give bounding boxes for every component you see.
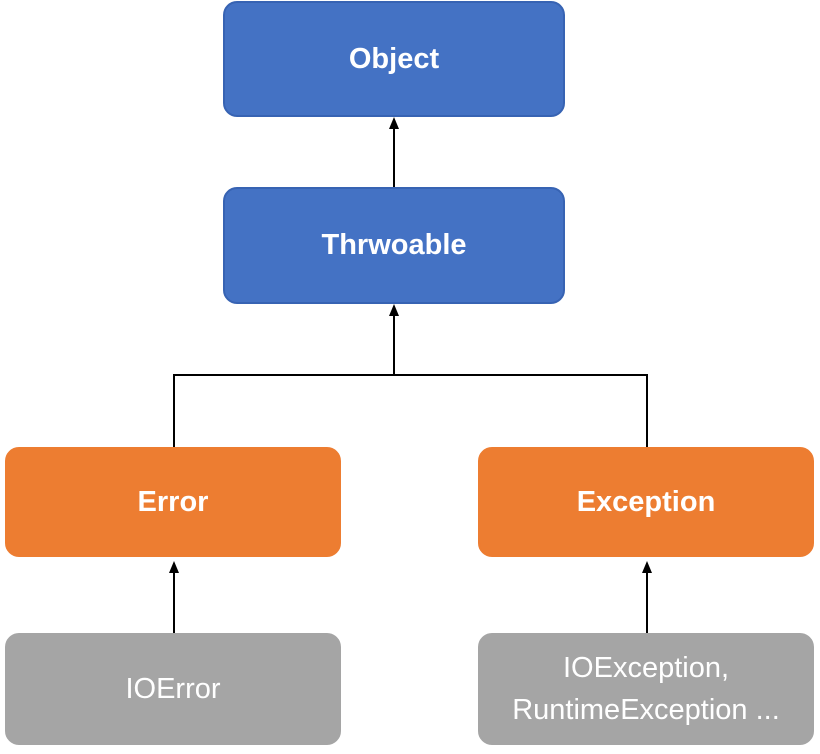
node-exception-children: IOException, RuntimeException ... — [478, 633, 814, 745]
node-error: Error — [5, 447, 341, 557]
node-exception-label: Exception — [576, 485, 716, 518]
node-exception: Exception — [478, 447, 814, 557]
arrowhead-error — [169, 561, 179, 573]
arrowhead-object — [389, 117, 399, 129]
edge-exception-to-throwable — [394, 374, 648, 447]
arrowhead-exception — [642, 561, 652, 573]
node-object-label: Object — [348, 42, 440, 75]
node-error-label: Error — [137, 485, 209, 518]
node-exception-children-line2: RuntimeException ... — [512, 694, 780, 726]
node-ioerror: IOError — [5, 633, 341, 745]
node-throwable: Thrwoable — [223, 187, 565, 304]
node-ioerror-label: IOError — [125, 672, 221, 705]
node-throwable-label: Thrwoable — [321, 229, 467, 262]
node-exception-children-line1: IOException, — [562, 651, 730, 684]
node-object: Object — [223, 1, 565, 117]
edge-error-to-throwable — [173, 374, 394, 447]
arrowhead-throwable — [389, 304, 399, 316]
